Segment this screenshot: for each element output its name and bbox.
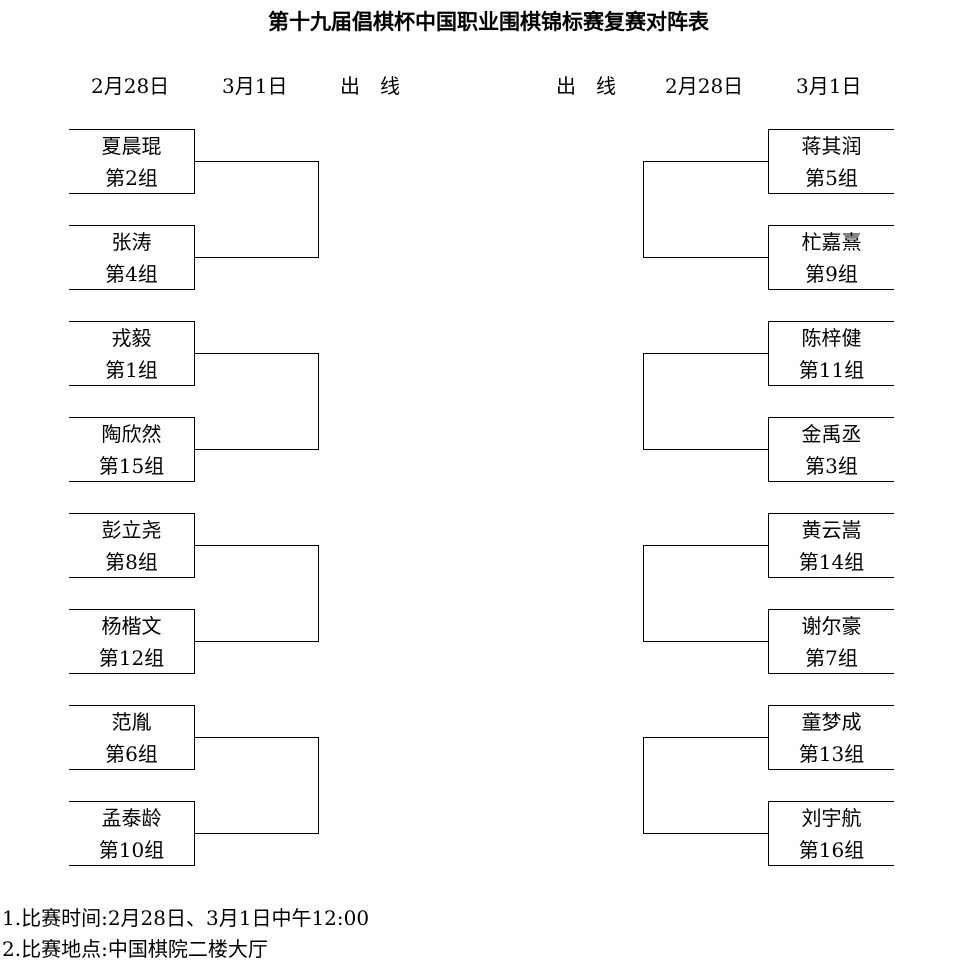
player-name: 孟泰龄: [101, 806, 162, 830]
player-name: 黄云嵩: [801, 518, 862, 542]
player-slot: 夏晨琨第2组: [69, 129, 195, 194]
player-slot: 张涛第4组: [69, 225, 195, 290]
bracket-connector: [643, 545, 768, 642]
header-left-date-2: 3月1日: [222, 74, 288, 98]
player-slot: 谢尔豪第7组: [768, 609, 894, 674]
player-slot: 彭立尧第8组: [69, 513, 195, 578]
player-group: 第16组: [798, 838, 865, 862]
player-name: 戎毅: [111, 326, 152, 350]
player-name: 夏晨琨: [101, 134, 162, 158]
player-group: 第9组: [805, 262, 858, 286]
player-name: 杨楷文: [101, 614, 162, 638]
player-slot: 陶欣然第15组: [69, 417, 195, 482]
player-group: 第11组: [798, 358, 865, 382]
player-group: 第5组: [805, 166, 858, 190]
player-name: 杧嘉熹: [801, 230, 862, 254]
player-group: 第15组: [98, 454, 165, 478]
player-group: 第13组: [798, 742, 865, 766]
player-group: 第14组: [798, 550, 865, 574]
player-slot: 范胤第6组: [69, 705, 195, 770]
player-group: 第2组: [105, 166, 158, 190]
header-left-date-1: 2月28日: [91, 74, 170, 98]
header-right-date-2: 3月1日: [796, 74, 862, 98]
player-group: 第1组: [105, 358, 158, 382]
header-right-date-1: 2月28日: [665, 74, 744, 98]
player-group: 第3组: [805, 454, 858, 478]
bracket-connector: [643, 737, 768, 834]
player-slot: 童梦成第13组: [768, 705, 894, 770]
bracket-connector: [643, 161, 768, 258]
bracket-connector: [643, 353, 768, 450]
player-name: 张涛: [111, 230, 152, 254]
player-group: 第6组: [105, 742, 158, 766]
bracket-connector: [194, 353, 319, 450]
bracket-connector: [194, 545, 319, 642]
player-group: 第10组: [98, 838, 165, 862]
player-name: 陶欣然: [101, 422, 162, 446]
page-title: 第十九届倡棋杯中国职业围棋锦标赛复赛对阵表: [268, 9, 709, 34]
bracket-connector: [194, 161, 319, 258]
player-name: 彭立尧: [101, 518, 162, 542]
player-name: 刘宇航: [801, 806, 862, 830]
note-time: 1.比赛时间:2月28日、3月1日中午12:00: [2, 906, 370, 930]
player-slot: 陈梓健第11组: [768, 321, 894, 386]
player-slot: 黄云嵩第14组: [768, 513, 894, 578]
player-name: 蒋其润: [801, 134, 862, 158]
player-slot: 金禹丞第3组: [768, 417, 894, 482]
player-group: 第4组: [105, 262, 158, 286]
player-slot: 孟泰龄第10组: [69, 801, 195, 866]
player-group: 第7组: [805, 646, 858, 670]
player-slot: 杧嘉熹第9组: [768, 225, 894, 290]
player-group: 第12组: [98, 646, 165, 670]
player-slot: 杨楷文第12组: [69, 609, 195, 674]
player-group: 第8组: [105, 550, 158, 574]
player-slot: 蒋其润第5组: [768, 129, 894, 194]
header-left-advance: 出 线: [340, 74, 400, 98]
header-right-advance: 出 线: [556, 74, 616, 98]
player-name: 范胤: [111, 710, 152, 734]
player-name: 谢尔豪: [801, 614, 862, 638]
player-name: 陈梓健: [801, 326, 862, 350]
player-slot: 刘宇航第16组: [768, 801, 894, 866]
player-name: 金禹丞: [801, 422, 862, 446]
player-name: 童梦成: [801, 710, 862, 734]
note-venue: 2.比赛地点:中国棋院二楼大厅: [2, 937, 268, 961]
player-slot: 戎毅第1组: [69, 321, 195, 386]
bracket-connector: [194, 737, 319, 834]
